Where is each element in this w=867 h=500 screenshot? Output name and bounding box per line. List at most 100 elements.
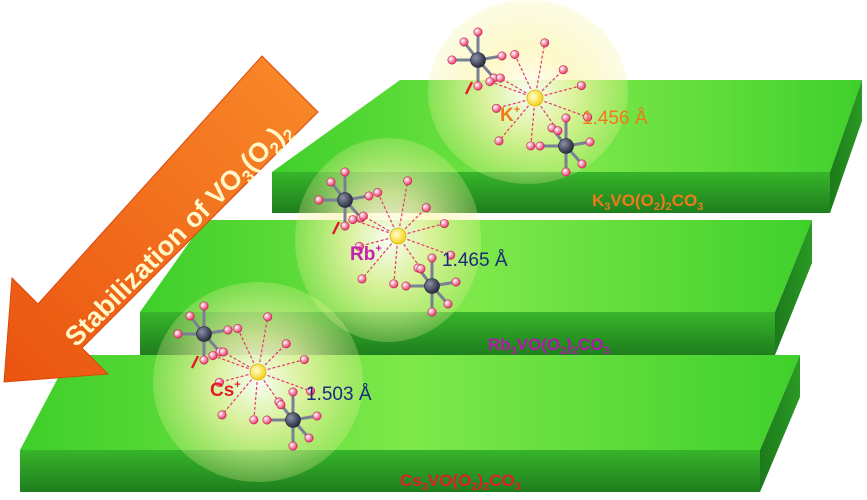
oxygen-atom-k [497, 51, 507, 61]
coordination-line-k [498, 97, 536, 142]
oxygen-atom-k [459, 37, 469, 47]
oxygen-atom-rb [439, 219, 449, 229]
coordination-line-rb [397, 235, 451, 256]
oxygen-atom-rb [443, 299, 453, 309]
coordination-line-rb [397, 180, 409, 237]
cation-atom-rb [389, 227, 407, 245]
oxygen-atom-k [585, 137, 595, 147]
coordination-line-cs [257, 371, 311, 392]
oxygen-atom-cs [299, 355, 309, 365]
oxygen-atom-cs [306, 386, 316, 396]
oxygen-atom-cs [233, 323, 243, 333]
oxygen-atom-k [510, 49, 520, 59]
oxygen-atom-rb [373, 187, 383, 197]
oxygen-atom-cs [312, 411, 322, 421]
oxygen-atom-k [494, 136, 504, 146]
oxygen-atom-k [561, 167, 571, 177]
slab-cs-top [20, 355, 800, 450]
oxygen-atom-rb [403, 176, 413, 186]
oxygen-atom-rb [451, 277, 461, 287]
coordination-line-k [514, 54, 536, 99]
displacement-arrow-cs [190, 355, 200, 369]
oxygen-atom-rb [340, 221, 350, 231]
vanadium-atom-k [470, 52, 486, 68]
oxygen-atom-rb [357, 274, 367, 284]
vanadium-atom-rb [424, 278, 440, 294]
oxygen-atom-cs [199, 301, 209, 311]
oxygen-atom-cs [249, 415, 259, 425]
vanadium-atom-rb [337, 192, 353, 208]
oxygen-atom-cs [263, 312, 273, 322]
oxygen-atom-rb [340, 167, 350, 177]
oxygen-atom-rb [364, 191, 374, 201]
oxygen-atom-cs [217, 410, 227, 420]
oxygen-atom-k [576, 81, 586, 91]
oxygen-atom-k [553, 126, 563, 136]
oxygen-atom-cs [276, 400, 286, 410]
oxygen-atom-rb [421, 203, 431, 213]
oxygen-atom-k [491, 103, 501, 113]
displacement-arrow-k [464, 81, 474, 95]
oxygen-atom-k [495, 73, 505, 83]
oxygen-atom-k [577, 159, 587, 169]
coordination-line-k [534, 84, 582, 99]
oxygen-atom-cs [199, 355, 209, 365]
oxygen-atom-k [473, 27, 483, 37]
formula-rb: Rb3VO(O2)2CO3 [488, 335, 610, 357]
slab-rb-side [775, 220, 812, 355]
oxygen-atom-rb [416, 264, 426, 274]
oxygen-atom-cs [208, 351, 218, 361]
oxygen-atom-rb [427, 253, 437, 263]
oxygen-atom-k [583, 112, 593, 122]
oxygen-atom-k [561, 113, 571, 123]
slab-cs-side [760, 355, 800, 492]
displacement-arrow-rb [331, 221, 341, 235]
oxygen-atom-cs [185, 311, 195, 321]
glow-rb [295, 138, 481, 342]
oxygen-atom-k [447, 55, 457, 65]
cation-atom-cs [249, 363, 267, 381]
ion-label-k: K+ [500, 104, 520, 126]
oxygen-atom-cs [304, 433, 314, 443]
coordination-line-cs [257, 316, 269, 373]
oxygen-atom-k [473, 81, 483, 91]
vanadium-atom-k [558, 138, 574, 154]
coordination-line-cs [221, 371, 259, 416]
oxygen-atom-rb [358, 211, 368, 221]
coordination-line-k [534, 42, 546, 99]
coordination-line-k [534, 97, 588, 118]
slab-k-side [830, 80, 862, 213]
oxygen-atom-k [558, 65, 568, 75]
oxygen-atom-rb [389, 279, 399, 289]
molecular-structures [173, 27, 595, 451]
cation-atom-k [526, 89, 544, 107]
oxygen-atom-cs [223, 325, 233, 335]
oxygen-atom-cs [218, 347, 228, 357]
coordination-line-rb [361, 235, 399, 280]
oxygen-atom-rb [354, 241, 364, 251]
oxygen-atom-k [485, 77, 495, 87]
ion-label-cs: Cs+ [210, 379, 241, 401]
oxygen-atom-rb [427, 307, 437, 317]
vanadium-atom-cs [196, 326, 212, 342]
oxygen-atom-cs [262, 415, 272, 425]
oxygen-atom-cs [281, 339, 291, 349]
oxygen-atom-k [540, 38, 550, 48]
vanadium-atom-cs [285, 412, 301, 428]
ion-label-rb: Rb+ [350, 243, 382, 265]
glow-k [428, 0, 628, 184]
oxygen-atom-cs [214, 377, 224, 387]
oxygen-atom-rb [446, 250, 456, 260]
oxygen-atom-rb [326, 177, 336, 187]
oxygen-atom-k [535, 141, 545, 151]
bond-length-k: 1.456 Å [582, 108, 648, 129]
slab-cs-front [20, 450, 760, 492]
oxygen-atom-k [526, 141, 536, 151]
oxygen-atom-rb [314, 195, 324, 205]
formula-k: K3VO(O2)2CO3 [592, 191, 703, 213]
formula-cs: Cs3VO(O2)2CO3 [400, 471, 521, 493]
bond-length-rb: 1.465 Å [442, 250, 508, 271]
arrow-shape [3, 55, 319, 383]
